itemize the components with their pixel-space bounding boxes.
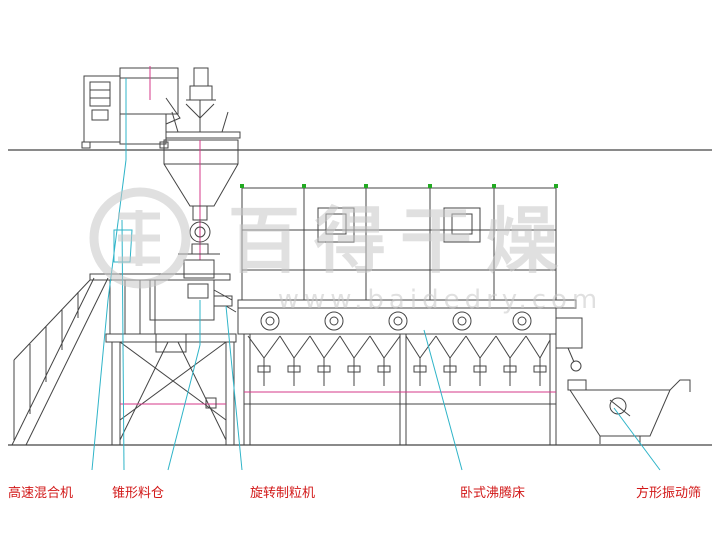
label-horizontal-fluid-bed: 卧式沸腾床 <box>460 486 526 501</box>
conical-hopper <box>163 139 239 260</box>
vibrating-sieve <box>567 379 691 444</box>
watermark-logo <box>89 187 191 289</box>
fluid-bed-body <box>237 307 583 445</box>
label-leader-lines <box>91 78 661 471</box>
access-stairs <box>11 277 109 446</box>
rotary-granulator <box>149 253 237 321</box>
fluid-bed-upper-chamber <box>237 187 577 309</box>
label-conical-hopper: 锥形料仓 <box>112 486 165 501</box>
hopper-drive-top <box>165 67 241 139</box>
top-markers <box>240 184 558 188</box>
air-inlets <box>260 311 532 331</box>
label-high-speed-mixer: 高速混合机 <box>8 486 74 501</box>
bed-funnels <box>247 335 551 386</box>
label-square-vibrating-sieve: 方形振动筛 <box>636 486 702 501</box>
watermark-brand: 百得干燥 <box>228 199 572 283</box>
watermark-url: www.baidedry.com <box>278 285 603 315</box>
label-rotary-granulator: 旋转制粒机 <box>250 486 316 501</box>
high-speed-mixer <box>81 66 181 149</box>
watermark: 百得干燥 www.baidedry.com <box>89 187 603 315</box>
